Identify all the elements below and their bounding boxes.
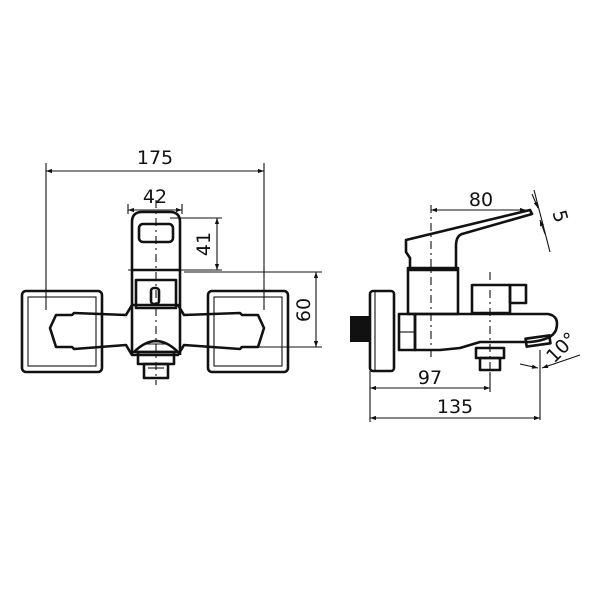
dim-41-label: 41 bbox=[193, 232, 215, 256]
dim-80-label: 80 bbox=[469, 189, 493, 211]
dim-lever-tip: 5 bbox=[531, 189, 572, 253]
dim-97-label: 97 bbox=[418, 367, 442, 389]
dim-handle-height: 41 bbox=[170, 217, 222, 271]
spout bbox=[413, 312, 559, 352]
left-flange bbox=[20, 289, 104, 374]
dim-outlet-offset: 97 bbox=[369, 367, 491, 422]
aerator bbox=[524, 334, 552, 348]
right-flange bbox=[206, 289, 290, 374]
dim-42-label: 42 bbox=[143, 186, 167, 208]
dim-lever-reach: 80 bbox=[431, 189, 526, 213]
dim-135-label: 135 bbox=[437, 396, 473, 418]
dim-body-height: 60 bbox=[184, 271, 322, 348]
wall-thread bbox=[350, 316, 370, 342]
dim-175-label: 175 bbox=[137, 147, 173, 169]
side-view: 80 5 10° 97 135 bbox=[350, 189, 581, 422]
cartridge-body bbox=[406, 266, 460, 316]
dim-body-width: 42 bbox=[127, 186, 183, 214]
dim-overall-width: 175 bbox=[45, 147, 265, 310]
dim-60-label: 60 bbox=[293, 298, 315, 322]
front-view: 175 42 41 60 bbox=[20, 147, 322, 385]
horizontal-body bbox=[48, 303, 266, 357]
dim-10-label: 10° bbox=[542, 328, 581, 367]
side-flange bbox=[368, 289, 396, 373]
lever-handle bbox=[404, 208, 534, 272]
diverter-knob bbox=[470, 283, 528, 315]
dim-5-label: 5 bbox=[548, 208, 572, 225]
dim-overall-depth: 135 bbox=[370, 396, 540, 421]
